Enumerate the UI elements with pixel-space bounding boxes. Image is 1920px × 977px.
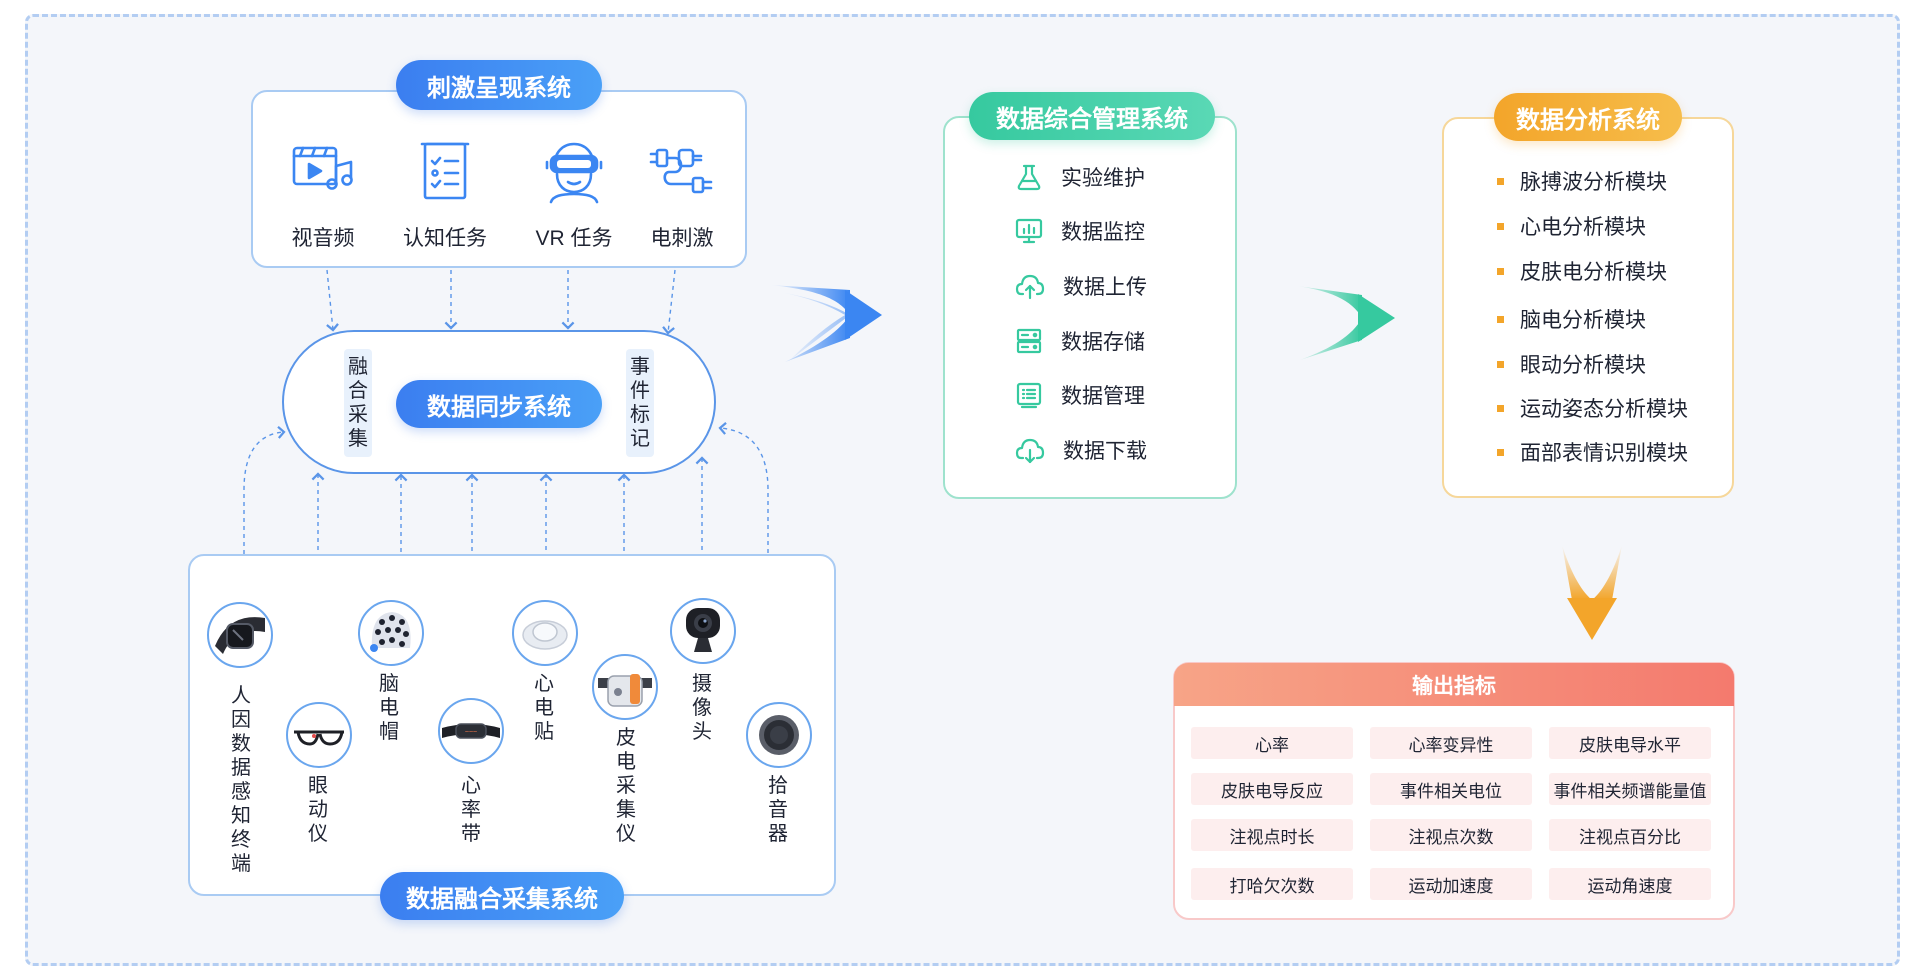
metric-cell: 注视点百分比 (1549, 819, 1711, 851)
analysis-panel (1442, 117, 1734, 498)
management-item-manage: 数据管理 (1015, 380, 1145, 410)
metric-cell: 运动角速度 (1549, 868, 1711, 900)
device-label-gsr: 皮电采集仪 (616, 727, 636, 845)
analysis-module: 眼动分析模块 (1497, 349, 1646, 379)
vr-headset-icon (545, 142, 603, 204)
analysis-module: 运动姿态分析模块 (1497, 393, 1688, 423)
analysis-module: 面部表情识别模块 (1497, 437, 1688, 467)
analysis-module-label: 皮肤电分析模块 (1520, 261, 1667, 284)
electric-plug-icon (649, 148, 713, 194)
management-title: 数据综合管理系统 (969, 92, 1215, 140)
device-label-heart-rate-strap: 心率带 (461, 775, 481, 845)
collection-panel (188, 554, 836, 896)
management-item-download: 数据下载 (1015, 435, 1147, 465)
cloud-upload-icon (1015, 274, 1045, 300)
stimulus-item-video: 视音频 (258, 140, 388, 252)
metric-cell: 事件相关电位 (1370, 773, 1532, 805)
task-checklist-icon (420, 142, 470, 200)
analysis-module-label: 面部表情识别模块 (1520, 442, 1688, 465)
metric-cell: 注视点时长 (1191, 819, 1353, 851)
analysis-module: 皮肤电分析模块 (1497, 256, 1667, 286)
server-storage-icon (1016, 328, 1042, 354)
cloud-download-icon (1015, 438, 1045, 464)
management-item-experiment: 实验维护 (1015, 162, 1145, 192)
stimulus-item-vr: VR 任务 (509, 140, 639, 252)
device-label-eye-tracker: 眼动仪 (308, 775, 328, 845)
output-title: 输出指标 (1174, 663, 1734, 706)
metric-cell: 皮肤电导反应 (1191, 773, 1353, 805)
stimulus-label-vr: VR 任务 (535, 227, 613, 250)
management-label-manage: 数据管理 (1061, 385, 1145, 408)
video-music-icon (292, 146, 353, 190)
device-label-ecg-patch: 心电贴 (534, 673, 554, 743)
management-label-download: 数据下载 (1063, 440, 1147, 463)
stimulus-label-video: 视音频 (291, 227, 355, 250)
metric-cell: 打哈欠次数 (1191, 868, 1353, 900)
sync-right-tag: 事件标记 (626, 349, 654, 457)
management-item-upload: 数据上传 (1015, 271, 1147, 301)
metric-cell: 注视点次数 (1370, 819, 1532, 851)
eeg-cap-icon (358, 600, 424, 666)
management-label-monitor: 数据监控 (1061, 221, 1145, 244)
stimulus-title: 刺激呈现系统 (396, 60, 602, 110)
sync-title: 数据同步系统 (396, 380, 602, 428)
device-label-microphone: 拾音器 (768, 775, 788, 845)
collection-title: 数据融合采集系统 (380, 872, 624, 920)
analysis-module: 心电分析模块 (1497, 211, 1646, 241)
stimulus-label-electric: 电刺激 (650, 227, 714, 250)
microphone-pickup-icon (746, 702, 812, 768)
analysis-title: 数据分析系统 (1494, 93, 1682, 141)
metric-cell: 事件相关频谱能量值 (1549, 773, 1711, 805)
stimulus-item-cognitive: 认知任务 (380, 140, 510, 252)
analysis-module-label: 眼动分析模块 (1520, 354, 1646, 377)
metric-cell: 心率 (1191, 727, 1353, 759)
management-label-upload: 数据上传 (1063, 276, 1147, 299)
analysis-module: 脉搏波分析模块 (1497, 166, 1667, 196)
list-document-icon (1016, 382, 1042, 409)
management-panel (943, 116, 1237, 499)
management-item-storage: 数据存储 (1015, 326, 1145, 356)
management-item-monitor: 数据监控 (1015, 216, 1145, 246)
device-label-wristband: 人因数据感知终端 (231, 685, 251, 875)
management-label-experiment: 实验维护 (1061, 167, 1145, 190)
heart-rate-strap-icon: ~~~ (438, 698, 504, 764)
metric-cell: 运动加速度 (1370, 868, 1532, 900)
webcam-icon (670, 598, 736, 664)
analysis-module-label: 脉搏波分析模块 (1520, 171, 1667, 194)
device-label-webcam: 摄像头 (692, 673, 712, 743)
analysis-module-label: 脑电分析模块 (1520, 309, 1646, 332)
stimulus-label-cognitive: 认知任务 (403, 227, 487, 250)
metric-cell: 皮肤电导水平 (1549, 727, 1711, 759)
device-label-eeg-cap: 脑电帽 (379, 673, 399, 743)
monitor-chart-icon (1015, 218, 1043, 244)
flask-icon (1017, 164, 1041, 191)
analysis-module: 脑电分析模块 (1497, 304, 1646, 334)
analysis-module-label: 心电分析模块 (1520, 216, 1646, 239)
analysis-module-label: 运动姿态分析模块 (1520, 398, 1688, 421)
sync-left-tag: 融合采集 (344, 349, 372, 457)
stimulus-item-electric: 电刺激 (617, 140, 747, 252)
metric-cell: 心率变异性 (1370, 727, 1532, 759)
gsr-device-icon (592, 654, 658, 720)
management-label-storage: 数据存储 (1061, 331, 1145, 354)
ecg-patch-icon (512, 600, 578, 666)
eye-tracker-glasses-icon (286, 702, 352, 768)
wristband-device-icon (207, 602, 273, 668)
svg-text:~~~: ~~~ (465, 729, 477, 736)
